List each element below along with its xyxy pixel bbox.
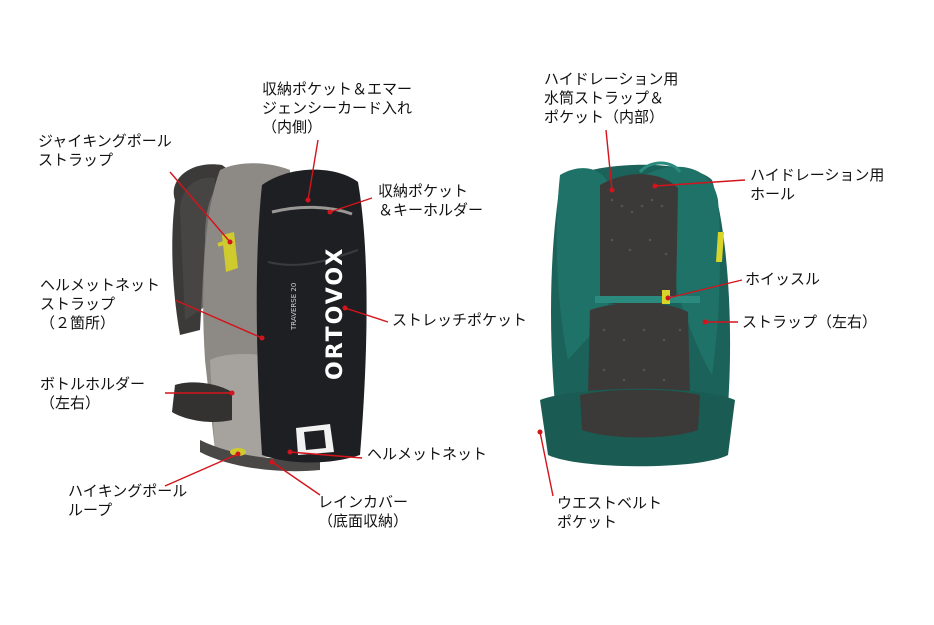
- label-strap-lr: ストラップ（左右）: [742, 313, 878, 331]
- label-bottle-holder: ボトルホルダー （左右）: [40, 375, 146, 412]
- label-helmet-net-strap: ヘルメットネット ストラップ （２箇所）: [40, 276, 161, 332]
- label-helmet-net: ヘルメットネット: [367, 445, 488, 463]
- label-stretch-pocket: ストレッチポケット: [392, 311, 528, 329]
- label-trekking-pole-strap: ジャイキングポール ストラップ: [38, 132, 172, 169]
- back-backpack: [540, 161, 735, 467]
- pack-model: TRAVERSE 20: [290, 283, 298, 331]
- label-storage-pocket-card: 収納ポケット＆エマー ジェンシーカード入れ （内側）: [262, 80, 413, 136]
- pack-brand: ORTOVOX: [323, 247, 348, 380]
- label-storage-pocket-key: 収納ポケット ＆キーホルダー: [378, 182, 484, 219]
- label-hydration-strap-pocket: ハイドレーション用 水筒ストラップ＆ ポケット（内部）: [544, 70, 679, 126]
- label-rain-cover: レインカバー （底面収納）: [318, 493, 409, 530]
- front-backpack: [172, 163, 367, 472]
- mesh-texture: [602, 198, 682, 382]
- label-hydration-hole: ハイドレーション用 ホール: [750, 166, 885, 203]
- label-waist-belt-pocket: ウエストベルト ポケット: [557, 494, 663, 531]
- label-hiking-pole-loop: ハイキングポール ループ: [68, 482, 188, 519]
- leader-lines: [164, 129, 746, 497]
- label-whistle: ホイッスル: [745, 270, 821, 288]
